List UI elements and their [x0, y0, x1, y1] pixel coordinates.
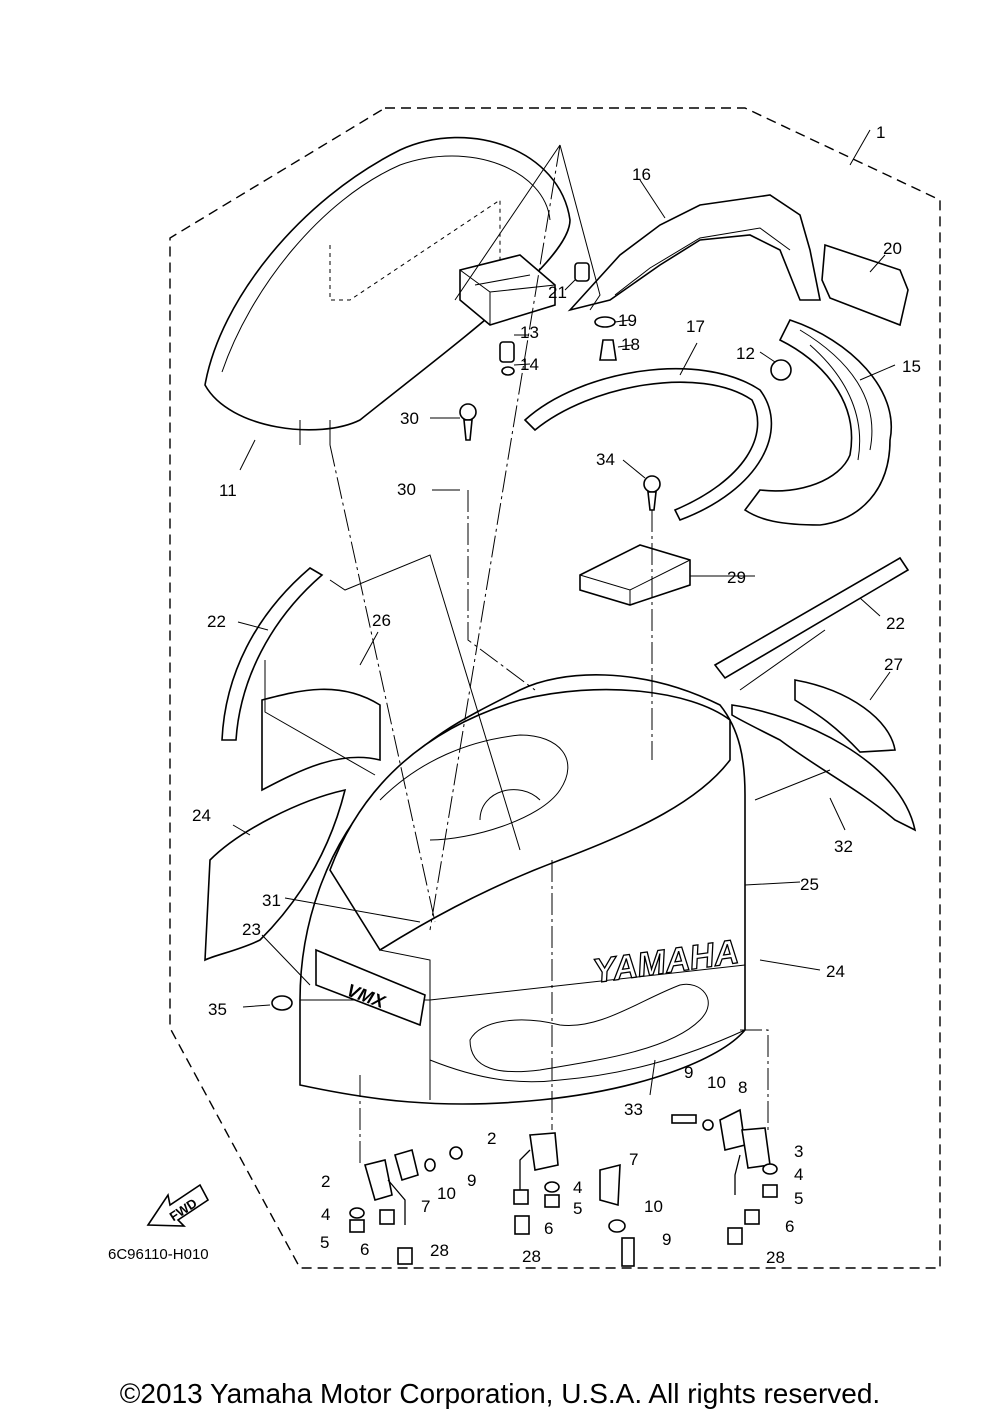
callout-13: 13	[520, 323, 539, 342]
callout-7: 7	[421, 1197, 430, 1216]
drawing-code: 6C96110-H010	[108, 1246, 209, 1263]
callout-28: 28	[766, 1248, 785, 1267]
decal-left-lower	[204, 788, 347, 962]
callout-4: 4	[573, 1178, 582, 1197]
decal-left-upper	[261, 688, 381, 792]
callout-27: 27	[884, 655, 903, 674]
callout-2: 2	[321, 1172, 330, 1191]
callout-1: 1	[876, 123, 885, 142]
callout-19: 19	[618, 311, 637, 330]
bracket-part-upper	[459, 254, 556, 326]
callout-24: 24	[826, 962, 845, 981]
callout-28: 28	[522, 1247, 541, 1266]
callout-9: 9	[684, 1063, 693, 1082]
callout-17: 17	[686, 317, 705, 336]
callout-3: 3	[794, 1142, 803, 1161]
callout-20: 20	[883, 239, 902, 258]
callout-4: 4	[794, 1165, 803, 1184]
callout-14: 14	[520, 355, 539, 374]
callout-35: 35	[208, 1000, 227, 1019]
side-cover-part	[743, 319, 893, 526]
callout-24: 24	[192, 806, 211, 825]
callout-4: 4	[321, 1205, 330, 1224]
callout-15: 15	[902, 357, 921, 376]
hinge-center-assembly	[513, 1132, 635, 1267]
decal-right-upper	[794, 679, 896, 753]
callout-23: 23	[242, 920, 261, 939]
callout-6: 6	[544, 1219, 553, 1238]
fwd-arrow-icon: FWD	[146, 1183, 210, 1227]
callout-11: 11	[219, 481, 237, 500]
callout-6: 6	[360, 1240, 369, 1259]
top-cap-part	[204, 136, 571, 445]
callout-7: 7	[629, 1150, 638, 1169]
callout-2: 2	[487, 1129, 496, 1148]
callout-8: 8	[738, 1078, 747, 1097]
callout-33: 33	[624, 1100, 643, 1119]
callout-30: 30	[400, 409, 419, 428]
callout-22: 22	[886, 614, 905, 633]
callout-5: 5	[794, 1189, 803, 1208]
copyright-notice: ©2013 Yamaha Motor Corporation, U.S.A. A…	[119, 1378, 881, 1409]
callout-9: 9	[662, 1230, 671, 1249]
callout-9: 9	[467, 1171, 476, 1190]
callout-34: 34	[596, 450, 615, 469]
callout-5: 5	[320, 1233, 329, 1252]
hinge-left-assembly	[349, 1146, 463, 1265]
callout-22: 22	[207, 612, 226, 631]
seal-strip-part	[523, 367, 773, 522]
callout-29: 29	[727, 568, 746, 587]
bracket-part-lower	[579, 544, 691, 606]
callout-16: 16	[632, 165, 651, 184]
strip-right-part	[713, 556, 910, 680]
callout-30: 30	[397, 480, 416, 499]
callout-10: 10	[437, 1184, 456, 1203]
callout-12: 12	[736, 344, 755, 363]
small-fasteners	[271, 262, 792, 1011]
callout-26: 26	[372, 611, 391, 630]
callout-28: 28	[430, 1241, 449, 1260]
leader-lines	[232, 129, 896, 1165]
callout-21: 21	[548, 283, 567, 302]
decal-right-lower	[731, 704, 917, 832]
rear-cover-part	[567, 194, 821, 312]
callout-6: 6	[785, 1217, 794, 1236]
callout-31: 31	[262, 891, 281, 910]
plate-part	[821, 243, 909, 327]
callout-32: 32	[834, 837, 853, 856]
strip-left-part	[221, 567, 324, 741]
callout-25: 25	[800, 875, 819, 894]
hinge-right-assembly	[671, 1108, 778, 1245]
callout-18: 18	[621, 335, 640, 354]
callout-10: 10	[644, 1197, 663, 1216]
callout-5: 5	[573, 1199, 582, 1218]
callout-10: 10	[707, 1073, 726, 1092]
